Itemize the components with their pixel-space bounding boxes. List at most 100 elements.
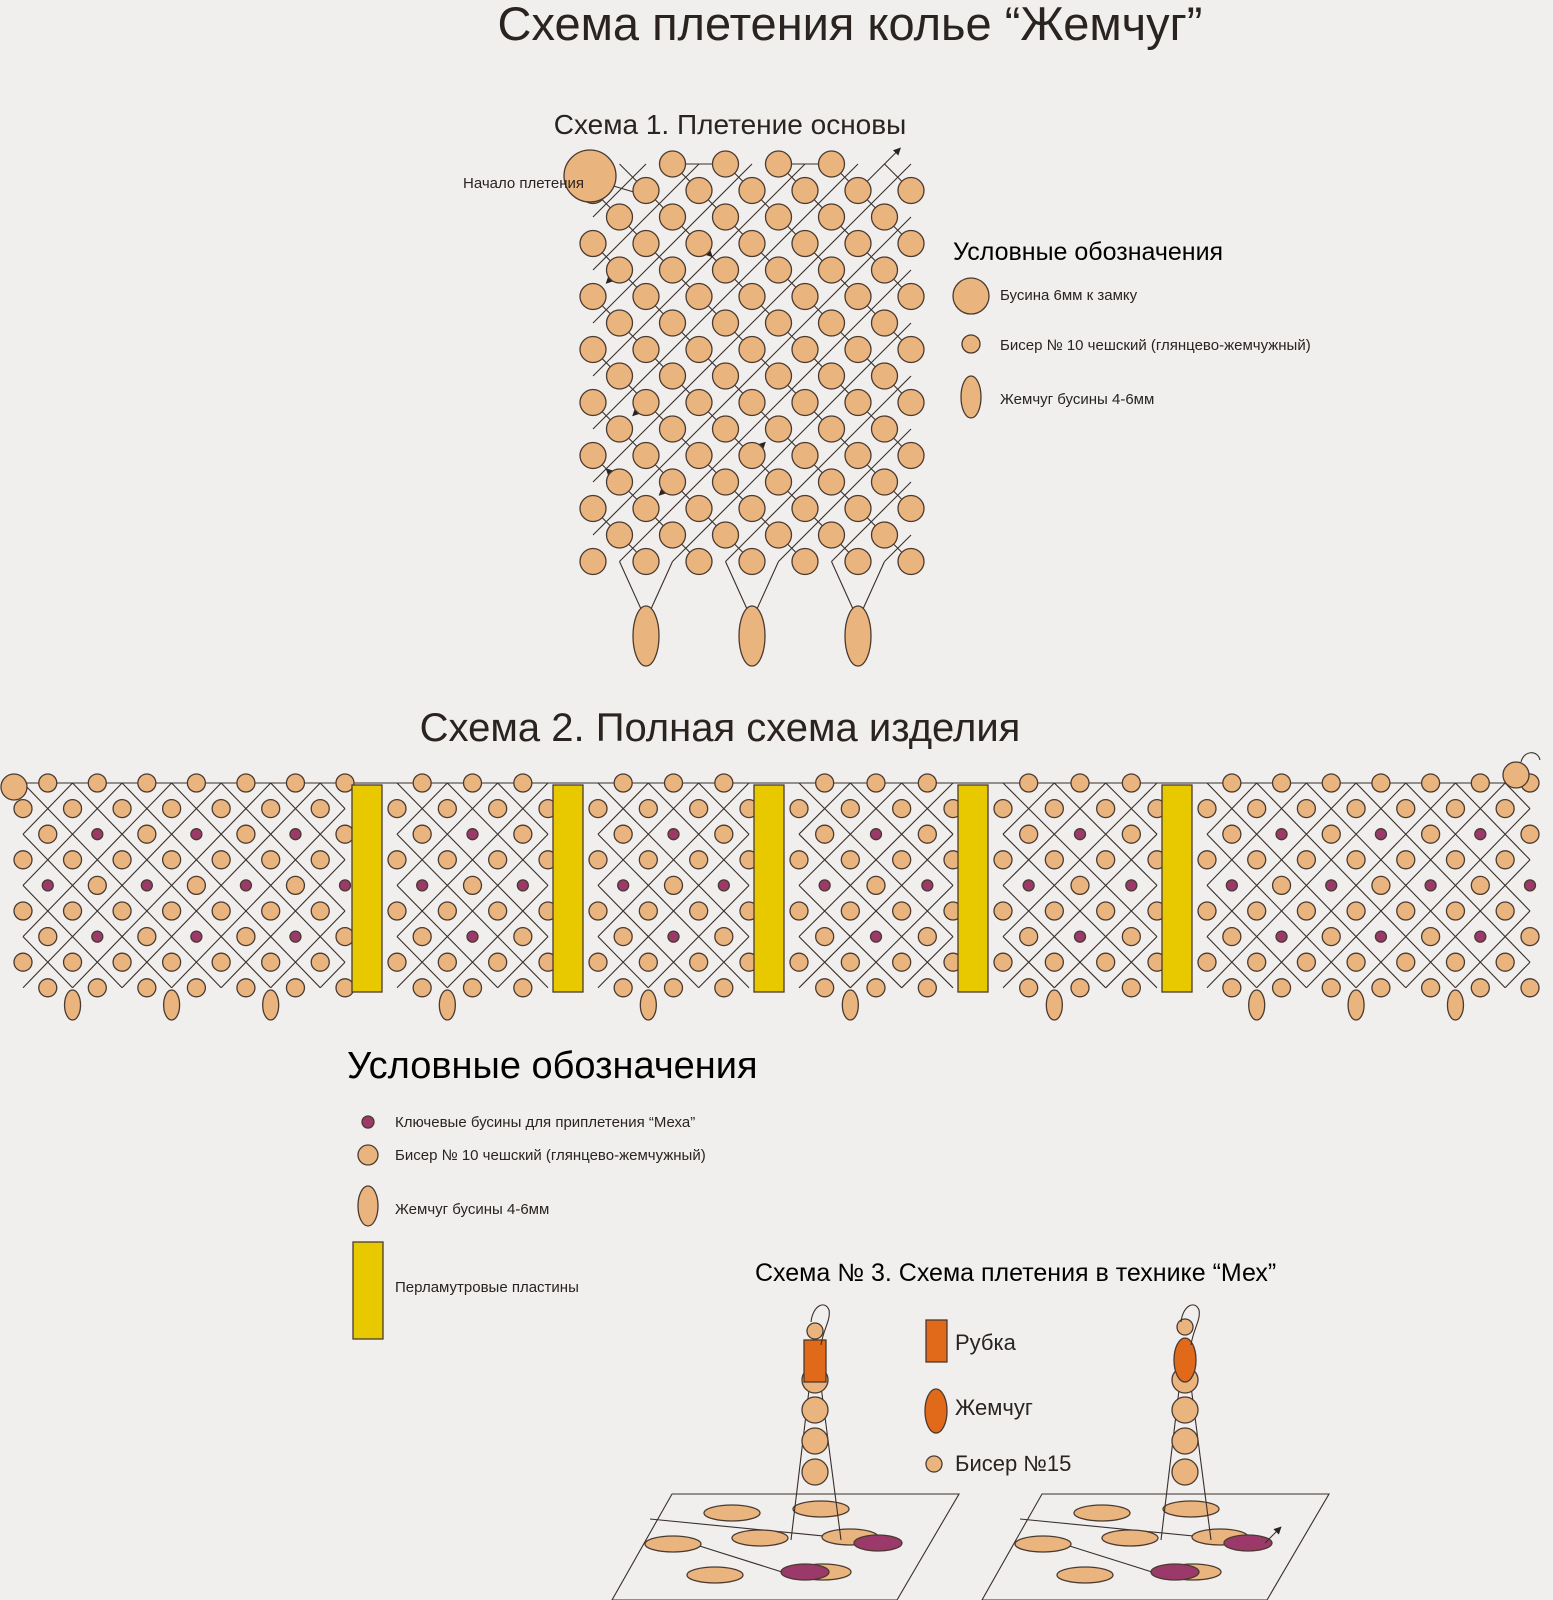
seed-bead — [1019, 773, 1039, 793]
seed-bead — [738, 176, 766, 205]
seed-bead — [817, 203, 846, 231]
legend-seed15-icon — [925, 1455, 943, 1473]
bugle-bead — [803, 1339, 827, 1383]
seed-bead — [1044, 952, 1064, 972]
seed-bead — [1420, 773, 1441, 793]
seed-bead — [613, 824, 633, 844]
seed-bead — [1271, 978, 1292, 998]
seed-bead — [605, 468, 634, 496]
seed-bead — [161, 850, 182, 870]
thread-line — [396, 833, 549, 989]
thread-line — [1059, 1542, 1153, 1573]
seed-bead — [791, 547, 819, 576]
seed-bead — [1520, 824, 1540, 844]
seed-bead — [663, 773, 684, 793]
seed-bead — [186, 978, 207, 998]
seed-bead — [1296, 901, 1317, 921]
seed-bead — [285, 875, 306, 896]
seed-bead — [1121, 926, 1141, 947]
pearl-bead — [1248, 989, 1266, 1021]
seed-bead — [685, 388, 713, 417]
seed-bead — [412, 926, 432, 947]
thread-line — [1256, 782, 1456, 989]
seed-bead — [1420, 824, 1441, 844]
thread-line — [1053, 885, 1158, 989]
seed-bead — [1420, 926, 1441, 947]
thread-line — [592, 163, 647, 218]
seed-bead — [897, 176, 925, 205]
key-bead — [921, 879, 934, 892]
thread-line — [597, 782, 649, 835]
seed-bead — [632, 229, 660, 258]
pearl-bead — [162, 989, 181, 1021]
seed-bead — [638, 952, 658, 972]
key-bead — [1073, 828, 1087, 841]
seed-bead — [613, 926, 633, 947]
scheme2-weave — [0, 752, 1541, 1021]
legend-clasp-bead-icon — [952, 277, 990, 315]
seed-bead — [892, 798, 912, 819]
seed-bead — [588, 901, 608, 921]
pearl-bead — [853, 1534, 903, 1552]
seed-bead — [689, 952, 709, 972]
pearl-plate — [957, 784, 989, 993]
seed-bead — [764, 362, 793, 390]
key-bead — [1374, 930, 1388, 943]
seed-bead — [870, 309, 899, 337]
thread-line — [1355, 808, 1531, 989]
key-bead — [667, 930, 680, 943]
thread-line — [1455, 910, 1531, 989]
thread-line — [1405, 782, 1531, 912]
seed-bead — [817, 150, 846, 178]
thread-line — [831, 481, 912, 562]
key-bead — [818, 879, 831, 892]
clasp-bead — [563, 149, 617, 203]
pearl-bead — [639, 989, 657, 1021]
key-bead — [1275, 828, 1288, 841]
scheme1-legend-title: Условные обозначения — [953, 238, 1223, 266]
seed-bead — [1121, 978, 1141, 998]
thread-loop — [1180, 1304, 1200, 1346]
thread-line — [597, 782, 700, 886]
clasp-bead — [1502, 761, 1530, 789]
seed-bead — [1371, 773, 1391, 793]
seed-bead — [310, 798, 330, 819]
seed-bead — [236, 773, 256, 793]
thread-line — [592, 163, 806, 377]
pearl-bead — [738, 605, 766, 667]
key-bead — [239, 879, 253, 892]
seed-bead — [685, 335, 713, 364]
seed-bead — [844, 282, 872, 311]
legend-plate-icon — [352, 1241, 384, 1340]
thread-line — [22, 782, 73, 835]
thread-line — [798, 782, 903, 886]
seed-bead — [335, 824, 355, 844]
seed-bead — [685, 282, 713, 311]
seed-bead — [588, 798, 608, 819]
seed-bead — [993, 952, 1013, 972]
seed-bead — [1121, 824, 1141, 844]
seed-bead — [791, 176, 819, 205]
seed-bead — [663, 978, 684, 998]
seed-bead — [711, 415, 740, 443]
seed-bead — [1222, 773, 1242, 793]
key-bead — [466, 828, 479, 841]
seed-bead — [738, 282, 766, 311]
seed-bead — [236, 824, 256, 844]
pearl-bead — [1446, 989, 1465, 1021]
thread-line — [1355, 782, 1531, 963]
seed-bead — [1321, 824, 1341, 844]
seed-bead — [689, 850, 709, 870]
seed-bead — [817, 256, 846, 284]
seed-bead — [714, 978, 734, 998]
thread-line — [689, 1542, 783, 1573]
thread-line — [1105, 936, 1158, 989]
seed-bead — [632, 176, 660, 205]
key-bead — [1325, 879, 1338, 892]
seed-bead — [310, 850, 330, 870]
seed15-bead — [1176, 1318, 1194, 1336]
seed-bead — [738, 229, 766, 258]
seed-bead — [1346, 952, 1366, 972]
seed-bead — [137, 773, 157, 793]
seed-bead — [87, 773, 107, 793]
